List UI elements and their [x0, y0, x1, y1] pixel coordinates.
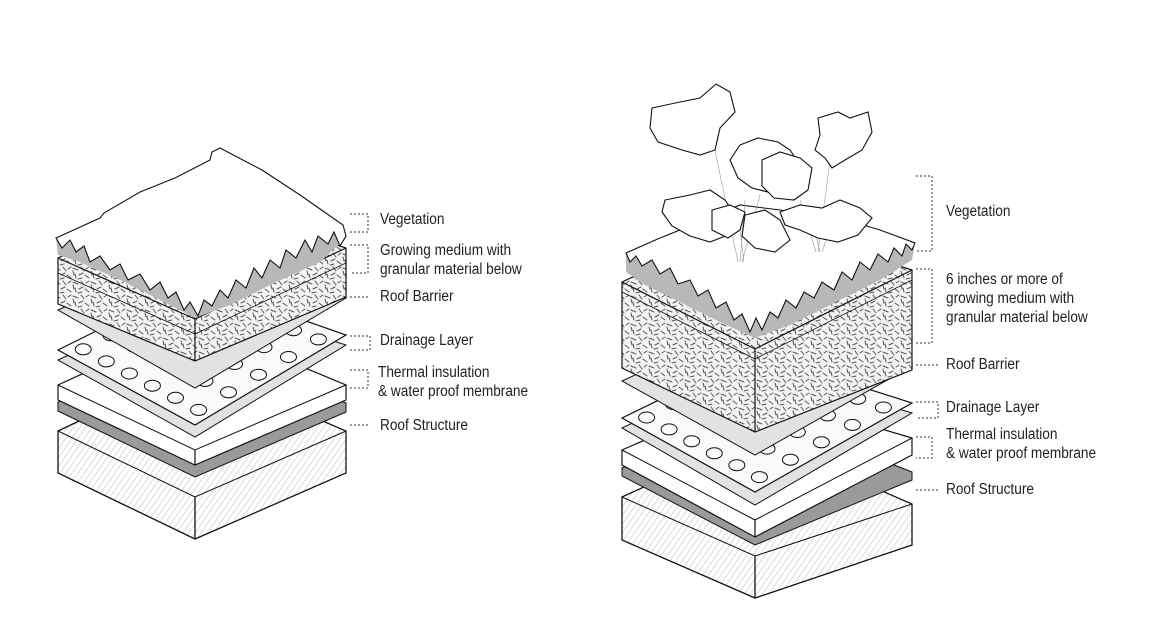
drainage-dimple [190, 403, 208, 416]
drainage-dimple [167, 391, 184, 404]
vegetation-layer [55, 147, 347, 318]
drainage-dimple [728, 459, 746, 472]
label-roof-structure-right: Roof Structure [946, 481, 1034, 498]
label-roof-barrier-left: Roof Barrier [380, 288, 454, 305]
drainage-dimple [120, 367, 138, 380]
drainage-dimple [97, 355, 115, 368]
label-roof-barrier-right: Roof Barrier [946, 356, 1020, 373]
label-roof-structure-left: Roof Structure [380, 417, 468, 434]
label-thermal-insulation-right: Thermal insulation& water proof membrane [946, 426, 1097, 462]
drainage-dimple [74, 343, 92, 356]
drainage-dimple [143, 379, 161, 392]
drainage-dimple [660, 423, 678, 436]
drainage-dimple [843, 418, 861, 431]
drainage-dimple [683, 435, 701, 448]
drainage-dimple [781, 453, 799, 466]
label-drainage-layer-left: Drainage Layer [380, 332, 474, 349]
drainage-dimple [874, 401, 892, 414]
drainage-dimple [220, 386, 237, 399]
label-vegetation-right: Vegetation [946, 203, 1011, 220]
label-vegetation-left: Vegetation [380, 211, 445, 228]
drainage-dimple [280, 351, 297, 363]
drainage-dimple [750, 471, 768, 484]
label-thermal-insulation-left: Thermal insulation& water proof membrane [378, 364, 529, 400]
intensive-green-roof-diagram [620, 83, 916, 599]
drainage-dimple [250, 368, 267, 381]
plants [649, 83, 873, 263]
drainage-dimple [812, 436, 830, 449]
extensive-green-roof-diagram [55, 147, 348, 540]
drainage-dimple [309, 333, 327, 346]
drainage-dimple [638, 411, 656, 424]
leader-lines [350, 175, 940, 491]
drainage-dimple [705, 447, 723, 460]
label-drainage-layer-right: Drainage Layer [946, 399, 1040, 416]
